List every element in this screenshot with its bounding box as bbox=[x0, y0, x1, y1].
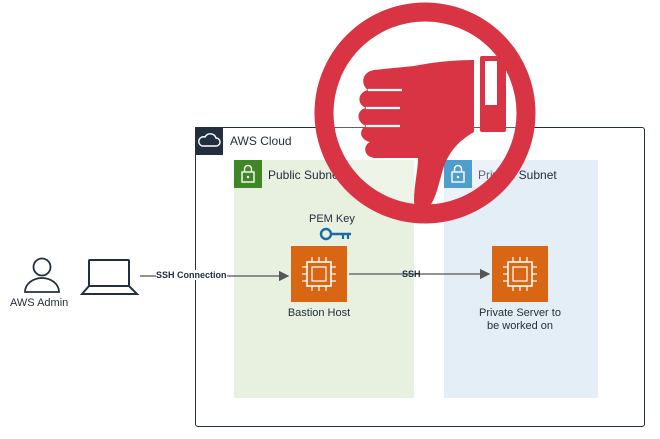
ec2-instance-icon bbox=[302, 257, 336, 291]
thumbs-down-icon bbox=[358, 56, 506, 211]
public-subnet-title: Public Subnet bbox=[268, 168, 343, 182]
private-subnet-badge bbox=[444, 160, 472, 188]
private-server-node bbox=[492, 246, 548, 302]
private-server-label: Private Server to be worked on bbox=[462, 307, 578, 333]
laptop-icon bbox=[80, 259, 140, 295]
ec2-instance-icon bbox=[503, 257, 537, 291]
ssh-connection-label: SSH Connection bbox=[156, 270, 227, 280]
bastion-host-label: Bastion Host bbox=[287, 307, 351, 319]
admin-label: AWS Admin bbox=[10, 297, 69, 309]
aws-cloud-title: AWS Cloud bbox=[230, 134, 292, 148]
cloud-badge bbox=[195, 127, 223, 155]
key-icon bbox=[319, 227, 351, 241]
cloud-icon bbox=[198, 133, 221, 147]
public-subnet-badge bbox=[234, 160, 262, 188]
user-icon bbox=[24, 257, 60, 293]
bastion-host-node bbox=[291, 246, 347, 302]
thumbs-down-overlay bbox=[314, 2, 536, 224]
lock-icon bbox=[451, 164, 465, 183]
pem-key-label: PEM Key bbox=[309, 213, 355, 225]
ssh-label: SSH bbox=[402, 269, 421, 279]
private-server-label-line1: Private Server to bbox=[479, 307, 561, 319]
private-server-label-line2: be worked on bbox=[486, 320, 554, 332]
lock-icon bbox=[241, 164, 255, 183]
